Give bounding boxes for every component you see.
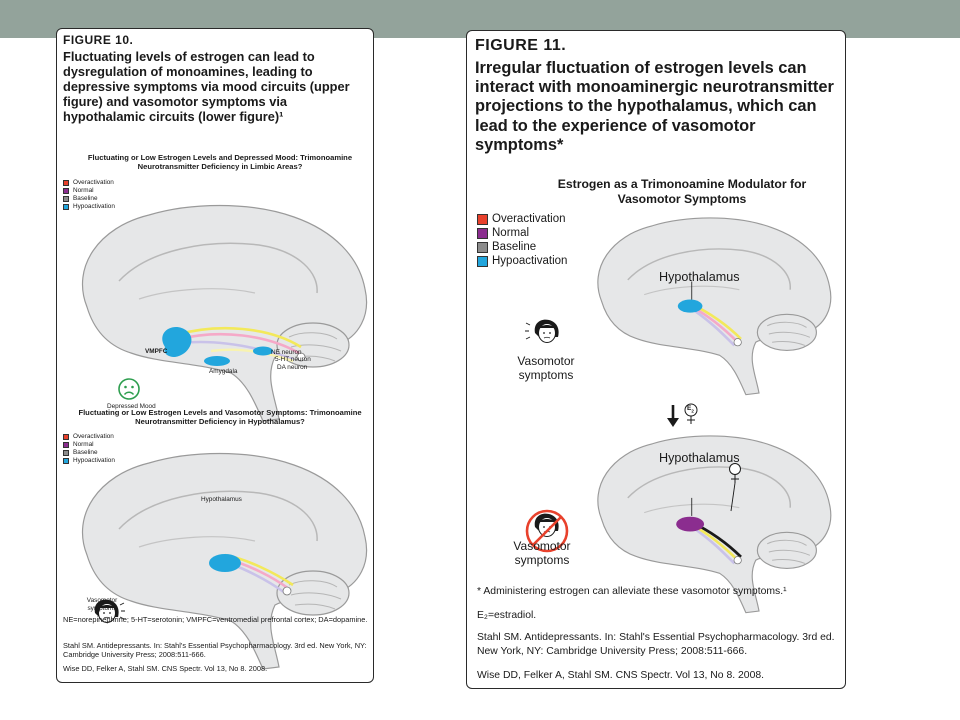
- hypothalamus-label-top: Hypothalamus: [659, 270, 740, 284]
- figure-10-lower-legend: Overactivation Normal Baseline Hypoactiv…: [63, 433, 115, 465]
- brain-sagittal-bottom: [597, 435, 832, 614]
- vmpfc-label: VMPFC: [145, 348, 168, 355]
- figure-11-title: Estrogen as a Trimonoamine Modulator for…: [557, 177, 807, 206]
- estradiol-symbol-icon: [684, 403, 698, 424]
- legend-label: Baseline: [492, 241, 537, 253]
- legend-label: Baseline: [73, 449, 98, 456]
- brain-sagittal-upper: [81, 204, 368, 422]
- legend-label: Baseline: [73, 195, 98, 202]
- figure-11-caption: Irregular fluctuation of estrogen levels…: [475, 59, 834, 154]
- legend-swatch-normal: [477, 227, 488, 239]
- figure-11-reference-2: Wise DD, Felker A, Stahl SM. CNS Spectr.…: [477, 670, 765, 681]
- legend-label: Normal: [73, 187, 94, 194]
- figure-10-illustrations: [81, 204, 368, 670]
- figure-11-illustrations: [525, 217, 832, 614]
- amygdala-label: Amygdala: [209, 368, 238, 375]
- brain-sagittal-top: [597, 217, 832, 396]
- figure-10-abbreviations: NE=norepinephrine; 5-HT=serotonin; VMPFC…: [63, 615, 368, 624]
- legend-swatch-normal: [63, 442, 69, 448]
- legend-label: Hypoactivation: [73, 457, 115, 464]
- legend-swatch-overactivation: [63, 180, 69, 186]
- estradiol-symbol-icon: [729, 463, 741, 512]
- legend-label: Hypoactivation: [73, 203, 115, 210]
- legend-label: Normal: [492, 227, 530, 239]
- legend-label: Hypoactivation: [492, 255, 568, 267]
- figure-10-panel: FIGURE 10. Fluctuating levels of estroge…: [56, 28, 374, 683]
- legend-swatch-hypoactivation: [63, 458, 69, 464]
- figure-10-upper-legend: Overactivation Normal Baseline Hypoactiv…: [63, 179, 115, 211]
- figure-10-reference-1: Stahl SM. Antidepressants. In: Stahl's E…: [63, 641, 367, 659]
- legend-swatch-hypoactivation: [477, 255, 488, 267]
- legend-swatch-normal: [63, 188, 69, 194]
- vasomotor-label-top: Vasomotor symptoms: [517, 354, 575, 382]
- legend-label: Normal: [73, 441, 94, 448]
- 5ht-neuron-label: 5-HT neuron: [275, 356, 311, 363]
- figure-11-e2-definition: E₂=estradiol.: [477, 610, 537, 621]
- legend-label: Overactivation: [73, 179, 114, 186]
- no-vasomotor-symptoms-icon: [525, 509, 569, 553]
- vasomotor-label: Vasomotor symptoms: [86, 597, 118, 612]
- figure-11-panel: FIGURE 11. Irregular fluctuation of estr…: [466, 30, 846, 689]
- depressed-face-icon: [118, 378, 140, 400]
- figure-11-legend: Overactivation Normal Baseline Hypoactiv…: [477, 212, 567, 268]
- figure-10-caption: Fluctuating levels of estrogen can lead …: [63, 49, 350, 125]
- figure-10-lower-title: Fluctuating or Low Estrogen Levels and V…: [78, 408, 362, 427]
- legend-swatch-overactivation: [477, 213, 488, 225]
- figure-10-reference-2: Wise DD, Felker A, Stahl SM. CNS Spectr.…: [63, 664, 268, 673]
- legend-swatch-overactivation: [63, 434, 69, 440]
- legend-swatch-baseline: [63, 450, 69, 456]
- legend-label: Overactivation: [73, 433, 114, 440]
- hypothalamus-label: Hypothalamus: [201, 496, 242, 503]
- depressed-mood-label: Depressed Mood: [107, 403, 156, 410]
- woman-face-icon: [94, 599, 125, 623]
- brain-sagittal-lower: [81, 452, 368, 670]
- ne-neuron-label: NE neuron: [271, 349, 302, 356]
- legend-swatch-hypoactivation: [63, 204, 69, 210]
- hypothalamus-label-bottom: Hypothalamus: [659, 451, 740, 465]
- figure-11-label: FIGURE 11.: [475, 37, 567, 54]
- figure-10-label: FIGURE 10.: [63, 33, 134, 47]
- down-arrow-icon: [667, 405, 679, 427]
- da-neuron-label: DA neuron: [277, 364, 308, 371]
- figure-11-reference-1: Stahl SM. Antidepressants. In: Stahl's E…: [477, 632, 835, 657]
- legend-label: Overactivation: [492, 213, 566, 225]
- woman-face-icon: [525, 319, 559, 343]
- vasomotor-label-bottom: Vasomotor symptoms: [513, 539, 571, 567]
- legend-swatch-baseline: [63, 196, 69, 202]
- legend-swatch-baseline: [477, 241, 488, 253]
- e2-label: E2: [687, 405, 694, 414]
- figure-10-upper-title: Fluctuating or Low Estrogen Levels and D…: [87, 153, 353, 172]
- figure-11-footnote: * Administering estrogen can alleviate t…: [477, 586, 787, 597]
